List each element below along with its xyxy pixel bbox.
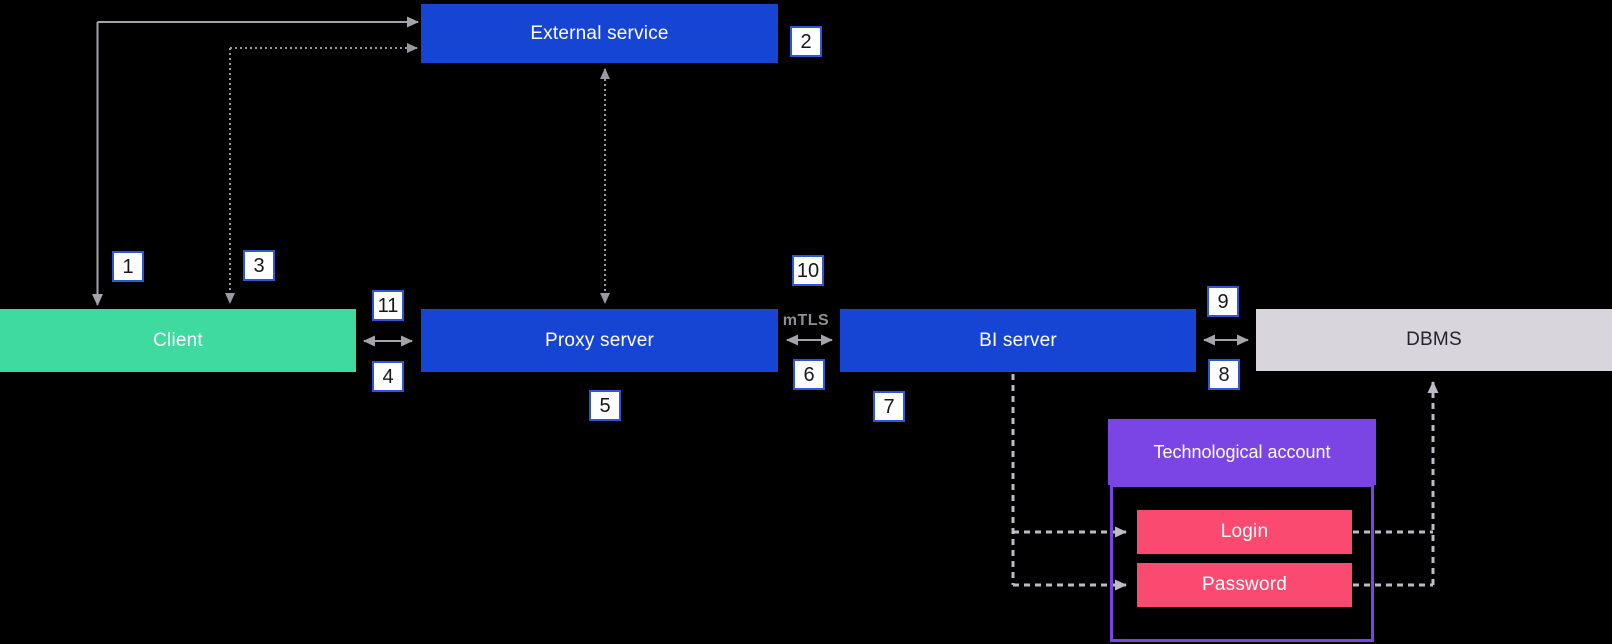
node-dbms: DBMS xyxy=(1256,309,1612,371)
node-client-label: Client xyxy=(153,329,203,351)
node-external-service: External service xyxy=(421,4,778,63)
node-bi-server-label: BI server xyxy=(979,329,1057,351)
step-badge-3: 3 xyxy=(243,250,275,281)
step-badge-10: 10 xyxy=(792,255,824,286)
step-badge-1: 1 xyxy=(112,251,144,282)
technological-account-header: Technological account xyxy=(1108,419,1376,485)
step-badge-6: 6 xyxy=(793,359,825,390)
node-login: Login xyxy=(1137,510,1352,554)
step-badge-9: 9 xyxy=(1207,286,1239,317)
node-dbms-label: DBMS xyxy=(1406,329,1462,350)
step-badge-2: 2 xyxy=(790,26,822,57)
node-proxy-server: Proxy server xyxy=(421,309,778,372)
step-badge-4: 4 xyxy=(372,361,404,392)
node-proxy-server-label: Proxy server xyxy=(544,329,655,351)
technological-account-body xyxy=(1110,484,1374,642)
technological-account-label: Technological account xyxy=(1153,441,1331,462)
step-badge-7: 7 xyxy=(873,391,905,422)
node-password-label: Password xyxy=(1201,574,1288,595)
node-login-label: Login xyxy=(1220,521,1269,542)
node-client: Client xyxy=(0,309,356,372)
node-external-service-label: External service xyxy=(530,22,669,44)
mtls-label: mTLS xyxy=(782,312,830,329)
step-badge-8: 8 xyxy=(1208,359,1240,390)
step-badge-11: 11 xyxy=(372,290,404,321)
node-password: Password xyxy=(1137,563,1352,607)
node-bi-server: BI server xyxy=(840,309,1196,372)
step-badge-5: 5 xyxy=(589,390,621,421)
